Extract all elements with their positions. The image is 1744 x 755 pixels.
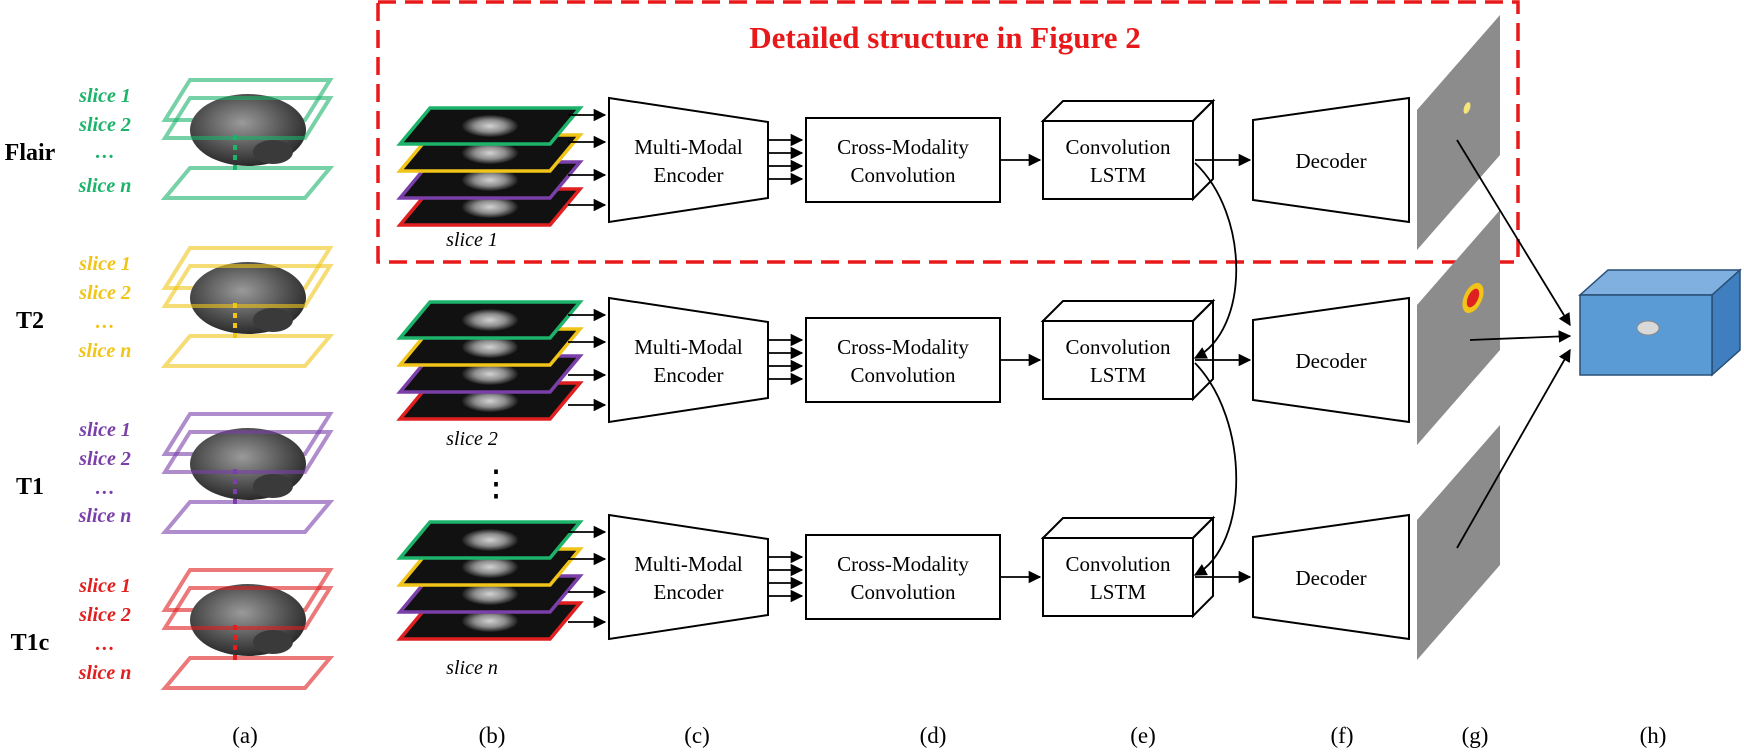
stack-slice-label: slice 1: [446, 229, 498, 251]
slice-label: …: [95, 311, 115, 333]
decoder: [1252, 513, 1410, 641]
modality-flair: Flair slice 1 slice 2 … slice n: [5, 78, 335, 200]
panel-label: (h): [1640, 723, 1667, 748]
slice-label: slice n: [78, 505, 132, 527]
convolution-lstm: [1040, 298, 1216, 402]
modality-label: T1: [16, 474, 44, 500]
lstm-label-line1: Convolution: [1065, 552, 1171, 576]
segmentation-output-1: [1417, 15, 1500, 250]
stack-slice-label: slice n: [446, 657, 498, 679]
panel-labels: (a) (b) (c) (d) (e) (f) (g) (h): [232, 723, 1666, 748]
slice-label: slice 2: [78, 448, 131, 470]
slice-stack-1: slice 1: [396, 106, 584, 251]
brain-volume-icon: [160, 78, 335, 200]
encoder-label-line2: Encoder: [654, 363, 724, 387]
segmentation-output-2: [1417, 210, 1500, 445]
panel-label: (c): [684, 723, 710, 748]
segmentation-output-n: [1417, 425, 1500, 660]
lstm-recurrence-1-2: [1193, 162, 1238, 359]
decoder-label: Decoder: [1295, 149, 1366, 173]
cross-label-line1: Cross-Modality: [837, 335, 969, 359]
cross-modality-convolution: [805, 317, 1001, 403]
brain-volume-icon: [160, 568, 335, 690]
output-arrow-n: [1456, 348, 1571, 549]
slice-label: slice 1: [78, 419, 131, 441]
output-arrow-2: [1469, 330, 1572, 343]
slice-label: slice 1: [78, 575, 131, 597]
lstm-label-line1: Convolution: [1065, 335, 1171, 359]
lstm-label-line1: Convolution: [1065, 135, 1171, 159]
modality-label: Flair: [5, 140, 56, 166]
slice-label: slice n: [78, 340, 132, 362]
brain-volume-icon: [160, 246, 335, 368]
pipeline-rows: Multi-ModalEncoderCross-ModalityConvolut…: [568, 96, 1410, 641]
detail-title: Detailed structure in Figure 2: [749, 20, 1140, 55]
slice-label: slice 1: [78, 85, 131, 107]
multi-modal-encoder: [608, 296, 769, 424]
cross-label-line2: Convolution: [850, 580, 956, 604]
cross-modality-convolution: [805, 534, 1001, 620]
vertical-ellipsis: ⋮: [478, 463, 514, 503]
panel-label: (b): [479, 723, 506, 748]
cross-modality-convolution: [805, 117, 1001, 203]
lstm-label-line2: LSTM: [1090, 580, 1146, 604]
slice-label: …: [95, 477, 115, 499]
encoder-label-line1: Multi-Modal: [634, 552, 743, 576]
panel-label: (f): [1331, 723, 1354, 748]
modality-t1c: T1c slice 1 slice 2 … slice n: [11, 568, 335, 690]
modality-label: T1c: [11, 630, 50, 656]
detail-frame: [376, 0, 1520, 264]
cross-label-line1: Cross-Modality: [837, 552, 969, 576]
pipeline-row-1: Multi-ModalEncoderCross-ModalityConvolut…: [568, 96, 1410, 224]
slice-label: …: [95, 141, 115, 163]
cross-label-line1: Cross-Modality: [837, 135, 969, 159]
encoder-label-line2: Encoder: [654, 163, 724, 187]
lstm-recurrence-2-n: [1193, 362, 1238, 576]
decoder: [1252, 296, 1410, 424]
pipeline-row-3: Multi-ModalEncoderCross-ModalityConvolut…: [568, 513, 1410, 641]
multi-modal-encoder: [608, 513, 769, 641]
slice-label: slice 1: [78, 253, 131, 275]
modality-t1: T1 slice 1 slice 2 … slice n: [16, 412, 335, 534]
lstm-label-line2: LSTM: [1090, 363, 1146, 387]
decoder: [1252, 96, 1410, 224]
slice-label: slice 2: [78, 282, 131, 304]
cross-label-line2: Convolution: [850, 163, 956, 187]
pipeline-row-2: Multi-ModalEncoderCross-ModalityConvolut…: [568, 296, 1410, 424]
slice-label: …: [95, 633, 115, 655]
output-volume-cube: [1578, 268, 1742, 377]
multi-modal-encoder: [608, 96, 769, 224]
panel-label: (e): [1130, 723, 1156, 748]
output-arrow-1: [1456, 139, 1571, 327]
slice-stack-column: slice 1 slice 2 slice n: [396, 106, 584, 679]
brain-volume-icon: [160, 412, 335, 534]
slice-label: slice n: [78, 662, 132, 684]
decoder-label: Decoder: [1295, 566, 1366, 590]
slice-label: slice n: [78, 175, 132, 197]
modality-label: T2: [16, 308, 44, 334]
slice-label: slice 2: [78, 604, 131, 626]
slice-stack-3: slice n: [396, 520, 584, 679]
slice-label: slice 2: [78, 114, 131, 136]
panel-label: (d): [920, 723, 947, 748]
lstm-label-line2: LSTM: [1090, 163, 1146, 187]
panel-label: (g): [1462, 723, 1489, 748]
encoder-label-line2: Encoder: [654, 580, 724, 604]
slice-stack-2: slice 2: [396, 300, 584, 450]
cross-label-line2: Convolution: [850, 363, 956, 387]
encoder-label-line1: Multi-Modal: [634, 135, 743, 159]
encoder-label-line1: Multi-Modal: [634, 335, 743, 359]
panel-label: (a): [232, 723, 258, 748]
convolution-lstm: [1040, 98, 1216, 202]
stack-slice-label: slice 2: [446, 428, 498, 450]
decoder-label: Decoder: [1295, 349, 1366, 373]
modality-t2: T2 slice 1 slice 2 … slice n: [16, 246, 335, 368]
modality-column: Flair slice 1 slice 2 … slice n T2 slice 1 slic…: [5, 78, 335, 690]
convolution-lstm: [1040, 515, 1216, 619]
